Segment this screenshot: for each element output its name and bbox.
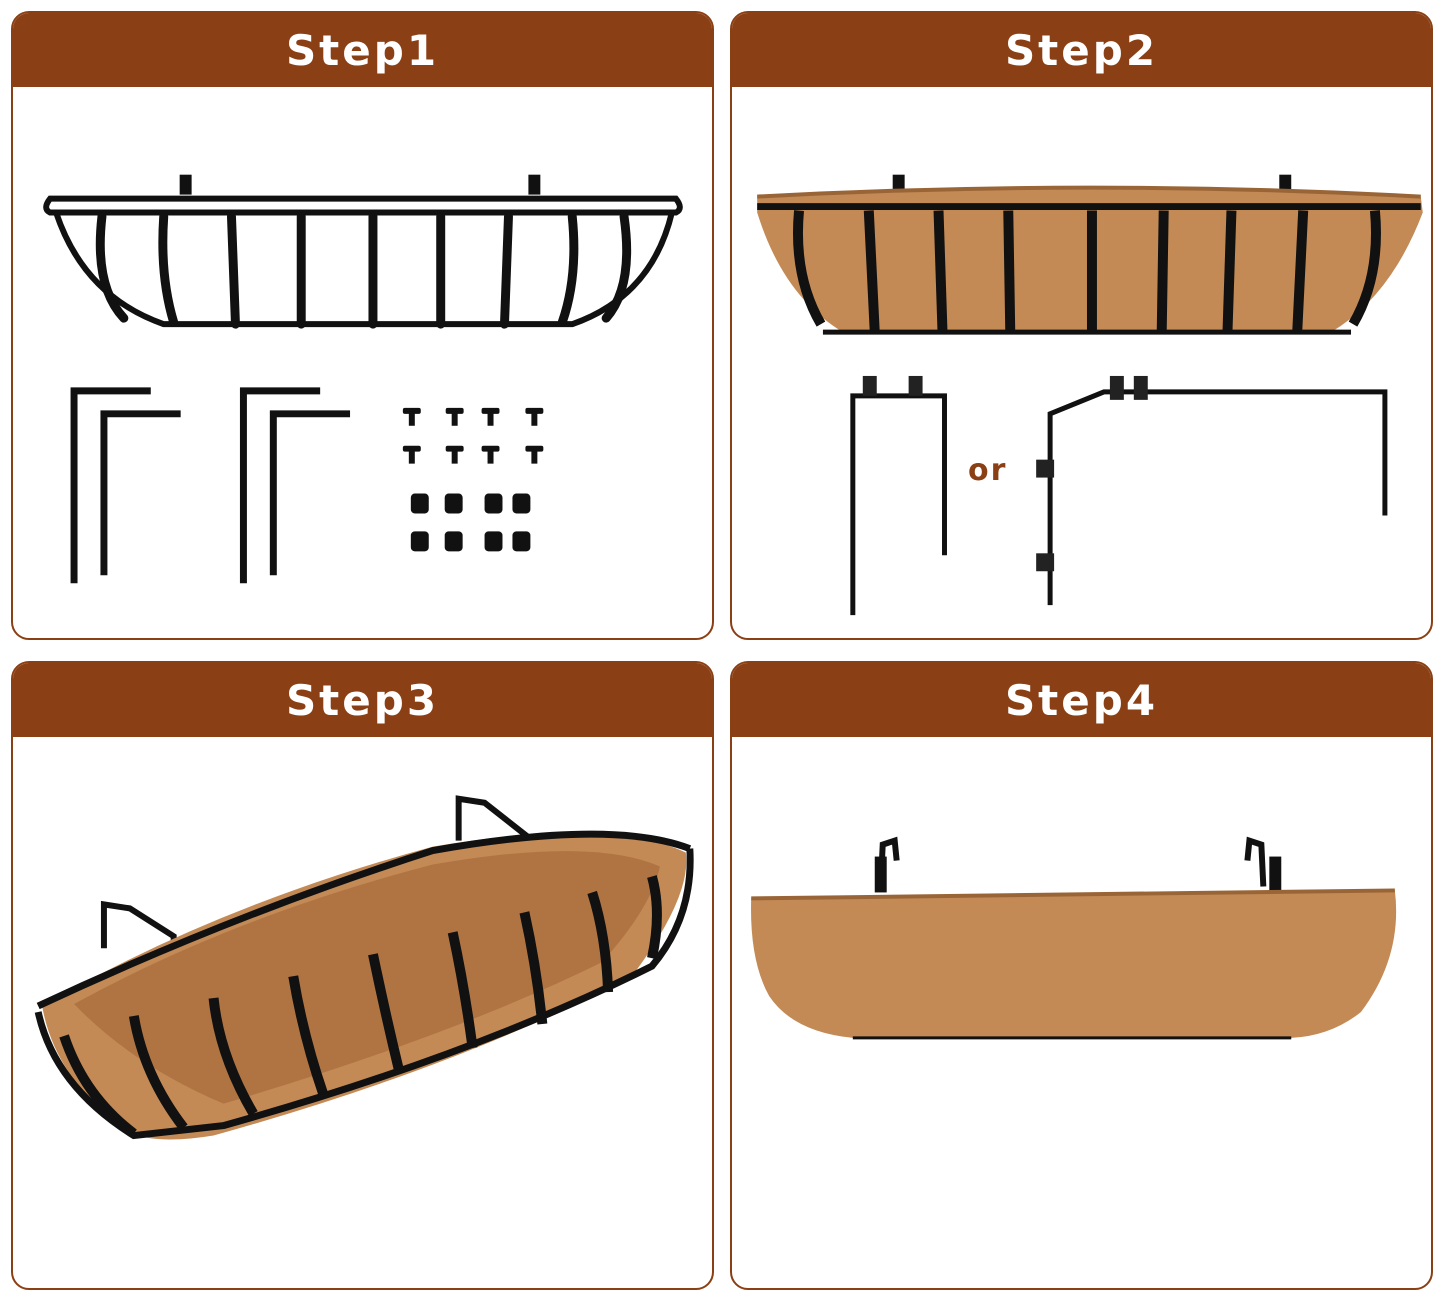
or-label: or [968,453,1008,488]
adjustable-bracket-icon [1036,375,1388,606]
basket-with-brackets-icon [34,795,694,1140]
step3-title: Step3 [285,675,440,725]
screw-icon [402,407,544,464]
hanging-basket-frame-icon [43,174,683,329]
l-bracket-icon [70,387,351,584]
step2-image: or [732,87,1431,638]
step1-image [13,87,712,638]
step3-header: Step3 [13,663,712,737]
step1-title: Step1 [285,25,440,75]
step2-title: Step2 [1004,25,1159,75]
lined-basket-icon [757,174,1423,335]
step4-title: Step4 [1004,675,1159,725]
step2-parts-illustration [757,174,1423,616]
step3-image [13,737,712,1288]
step4-card: Step4 [730,661,1433,1290]
step4-image [732,737,1431,1288]
step1-parts-illustration [43,174,683,584]
step3-card: Step3 [11,661,714,1290]
spacer-icon [410,493,531,552]
step1-header: Step1 [13,13,712,87]
step3-assembled-illustration [34,795,694,1140]
step4-mounted-illustration [751,836,1397,1040]
planter-side-view-icon [751,836,1397,1040]
step1-card: Step1 [11,11,714,640]
step2-header: Step2 [732,13,1431,87]
step4-header: Step4 [732,663,1431,737]
step2-card: Step2 [730,11,1433,640]
u-hook-icon [850,375,947,616]
